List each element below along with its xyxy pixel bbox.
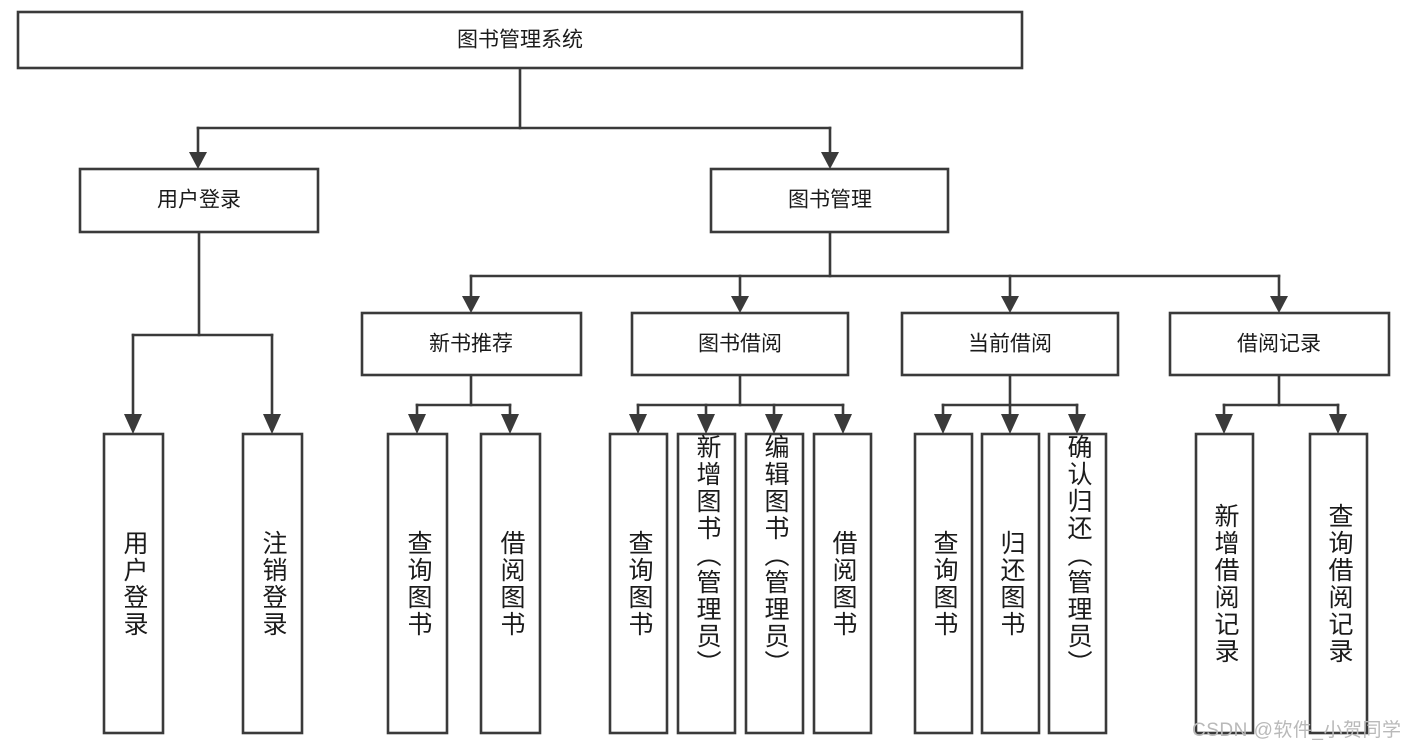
node-book-borrow-label: 图书借阅 <box>698 333 782 356</box>
node-root-label: 图书管理系统 <box>457 29 583 52</box>
node-leaf-query-book-2-box[interactable] <box>608 432 669 735</box>
node-leaf-borrow-book-1-box[interactable] <box>479 432 542 735</box>
arrowhead-leaf-query-book-2 <box>629 414 647 434</box>
node-current-borrow-label: 当前借阅 <box>968 333 1052 356</box>
node-current-borrow-box[interactable] <box>900 311 1120 377</box>
arrowhead-book-borrow <box>731 296 749 313</box>
node-leaf-user-login-box[interactable] <box>102 432 165 735</box>
node-borrow-record-box[interactable] <box>1168 311 1391 377</box>
node-borrow-record-label: 借阅记录 <box>1237 333 1321 356</box>
node-user-login-box[interactable] <box>78 167 320 234</box>
arrowhead-leaf-user-login <box>124 414 142 434</box>
node-new-book-recommend-box[interactable] <box>360 311 583 377</box>
arrowhead-user-login <box>189 152 207 169</box>
arrowhead-leaf-query-record <box>1329 414 1347 434</box>
node-leaf-query-book-3-box[interactable] <box>913 432 974 735</box>
node-book-management-label: 图书管理 <box>788 189 872 212</box>
arrowhead-leaf-confirm-return <box>1068 414 1086 434</box>
arrowhead-leaf-borrow-book-2 <box>834 414 852 434</box>
arrowhead-book-management <box>821 152 839 169</box>
arrowhead-borrow-record <box>1270 296 1288 313</box>
node-leaf-confirm-return-box[interactable] <box>1047 432 1108 735</box>
arrowhead-new-book-recommend <box>462 296 480 313</box>
arrowhead-leaf-add-book <box>697 414 715 434</box>
arrowhead-leaf-return-book <box>1001 414 1019 434</box>
node-leaf-return-book-box[interactable] <box>980 432 1041 735</box>
node-leaf-query-record-box[interactable] <box>1308 432 1369 735</box>
arrowhead-leaf-add-record <box>1215 414 1233 434</box>
node-leaf-borrow-book-2-box[interactable] <box>812 432 873 735</box>
node-book-borrow-box[interactable] <box>630 311 850 377</box>
node-layer: 图书管理系统 用户登录 图书管理 新书推荐 图书借阅 当前借阅 借阅记录 <box>16 10 1391 735</box>
node-root-box[interactable] <box>16 10 1024 70</box>
arrowhead-leaf-user-logout <box>263 414 281 434</box>
node-leaf-user-logout-box[interactable] <box>241 432 304 735</box>
node-leaf-query-book-1-box[interactable] <box>386 432 449 735</box>
node-user-login-label: 用户登录 <box>157 189 241 212</box>
watermark-text: CSDN @软件_小贺同学 <box>1192 720 1402 741</box>
node-leaf-add-record-box[interactable] <box>1194 432 1255 735</box>
arrowhead-leaf-query-book-3 <box>934 414 952 434</box>
node-leaf-edit-book-box[interactable] <box>744 432 805 735</box>
arrowhead-leaf-borrow-book-1 <box>501 414 519 434</box>
arrowhead-leaf-query-book-1 <box>408 414 426 434</box>
node-leaf-add-book-box[interactable] <box>676 432 737 735</box>
arrowhead-current-borrow <box>1001 296 1019 313</box>
node-new-book-recommend-label: 新书推荐 <box>429 333 513 356</box>
node-book-management-box[interactable] <box>709 167 950 234</box>
arrowhead-leaf-edit-book <box>765 414 783 434</box>
connector-layer <box>124 66 1347 434</box>
